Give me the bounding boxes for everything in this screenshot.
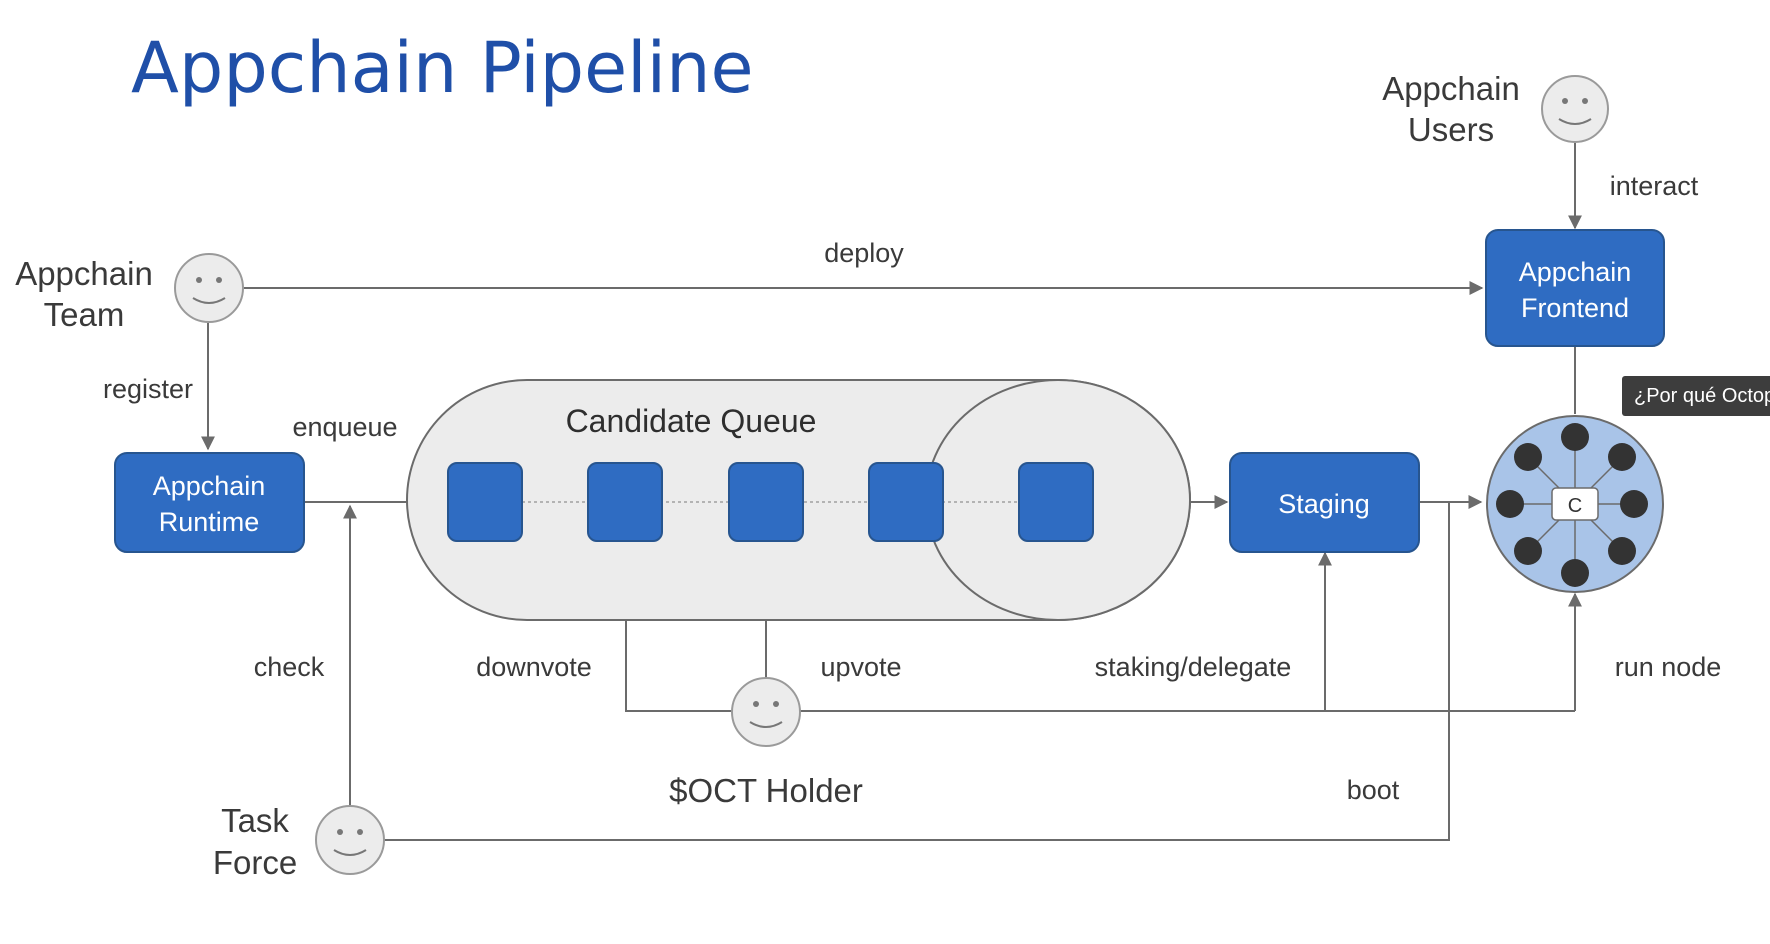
taskforce-label-2: Force bbox=[213, 844, 297, 881]
queue-item bbox=[587, 462, 663, 542]
taskforce-smiley-icon bbox=[315, 805, 385, 875]
runtime-box: Appchain Runtime bbox=[114, 452, 305, 553]
validator-dots bbox=[1496, 423, 1648, 587]
runtime-label-2: Runtime bbox=[159, 507, 260, 537]
team-label-2: Team bbox=[44, 296, 125, 333]
check-label: check bbox=[254, 652, 325, 682]
register-label: register bbox=[103, 374, 193, 404]
downvote-label: downvote bbox=[476, 652, 592, 682]
network-core-label: C bbox=[1568, 495, 1582, 517]
users-smiley-icon bbox=[1541, 75, 1609, 143]
frontend-label-1: Appchain bbox=[1519, 257, 1632, 287]
frontend-label-2: Frontend bbox=[1521, 293, 1629, 323]
queue-label: Candidate Queue bbox=[566, 403, 817, 439]
queue-item bbox=[728, 462, 804, 542]
users-label-2: Users bbox=[1408, 111, 1494, 148]
queue-item bbox=[868, 462, 944, 542]
network-node: C bbox=[1486, 415, 1664, 593]
staging-label: Staging bbox=[1278, 489, 1370, 519]
upvote-label: upvote bbox=[820, 652, 901, 682]
run-node-label: run node bbox=[1615, 652, 1722, 682]
staging-box: Staging bbox=[1229, 452, 1420, 553]
team-smiley-icon bbox=[174, 253, 244, 323]
page-title: Appchain Pipeline bbox=[131, 27, 754, 109]
staking-label: staking/delegate bbox=[1095, 652, 1292, 682]
team-label-1: Appchain bbox=[15, 255, 153, 292]
boot-label: boot bbox=[1347, 775, 1400, 805]
deploy-label: deploy bbox=[824, 238, 904, 268]
tooltip: ¿Por qué Octopus bbox=[1622, 376, 1770, 416]
frontend-box: Appchain Frontend bbox=[1485, 229, 1665, 347]
enqueue-label: enqueue bbox=[292, 412, 397, 442]
boot-line bbox=[384, 502, 1450, 841]
queue-item bbox=[447, 462, 523, 542]
runtime-label-1: Appchain bbox=[153, 471, 266, 501]
taskforce-label-1: Task bbox=[221, 802, 289, 839]
candidate-queue: Candidate Queue bbox=[406, 379, 1191, 621]
holder-smiley-icon bbox=[731, 677, 801, 747]
interact-label: interact bbox=[1610, 171, 1699, 201]
holder-label: $OCT Holder bbox=[669, 772, 863, 809]
queue-item bbox=[1018, 462, 1094, 542]
users-label-1: Appchain bbox=[1382, 70, 1520, 107]
